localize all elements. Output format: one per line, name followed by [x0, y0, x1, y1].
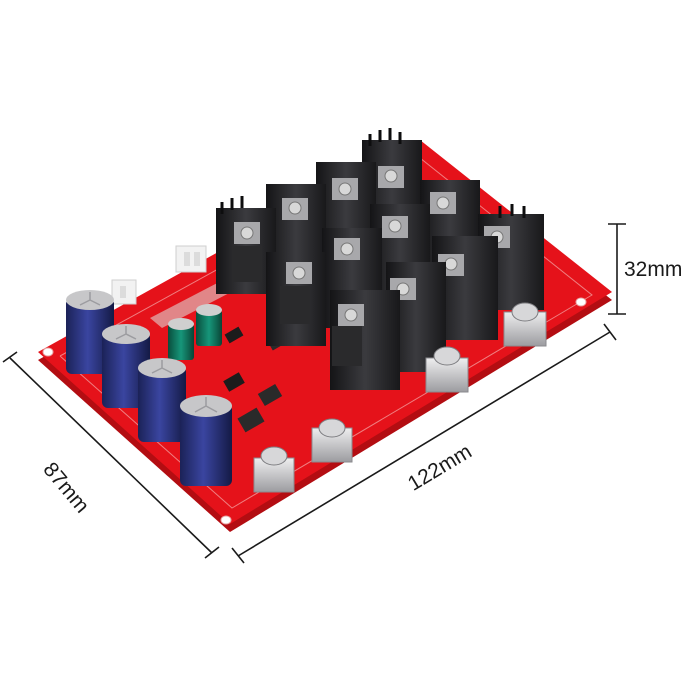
- large-capacitor: [138, 358, 186, 442]
- heatsink: [216, 208, 276, 294]
- mounting-hole: [575, 297, 587, 307]
- dimension-line-width: [2, 351, 220, 559]
- screw-terminal: [503, 302, 547, 347]
- height-dimension-label: 32mm: [624, 258, 683, 281]
- mounting-hole: [42, 347, 54, 357]
- screw-terminal: [253, 446, 295, 493]
- small-capacitor: [168, 318, 194, 360]
- dimension-line-length: [231, 323, 617, 564]
- heatsink: [266, 252, 326, 346]
- dimension-line-height: [608, 223, 626, 315]
- screw-terminal: [425, 346, 469, 393]
- white-connector: [111, 279, 137, 305]
- large-capacitor: [180, 395, 232, 486]
- white-connector: [175, 245, 207, 273]
- heatsink-array: [216, 128, 544, 390]
- small-capacitor: [196, 304, 222, 346]
- screw-terminal: [311, 418, 353, 463]
- mounting-hole: [220, 515, 232, 525]
- heatsink: [330, 290, 400, 390]
